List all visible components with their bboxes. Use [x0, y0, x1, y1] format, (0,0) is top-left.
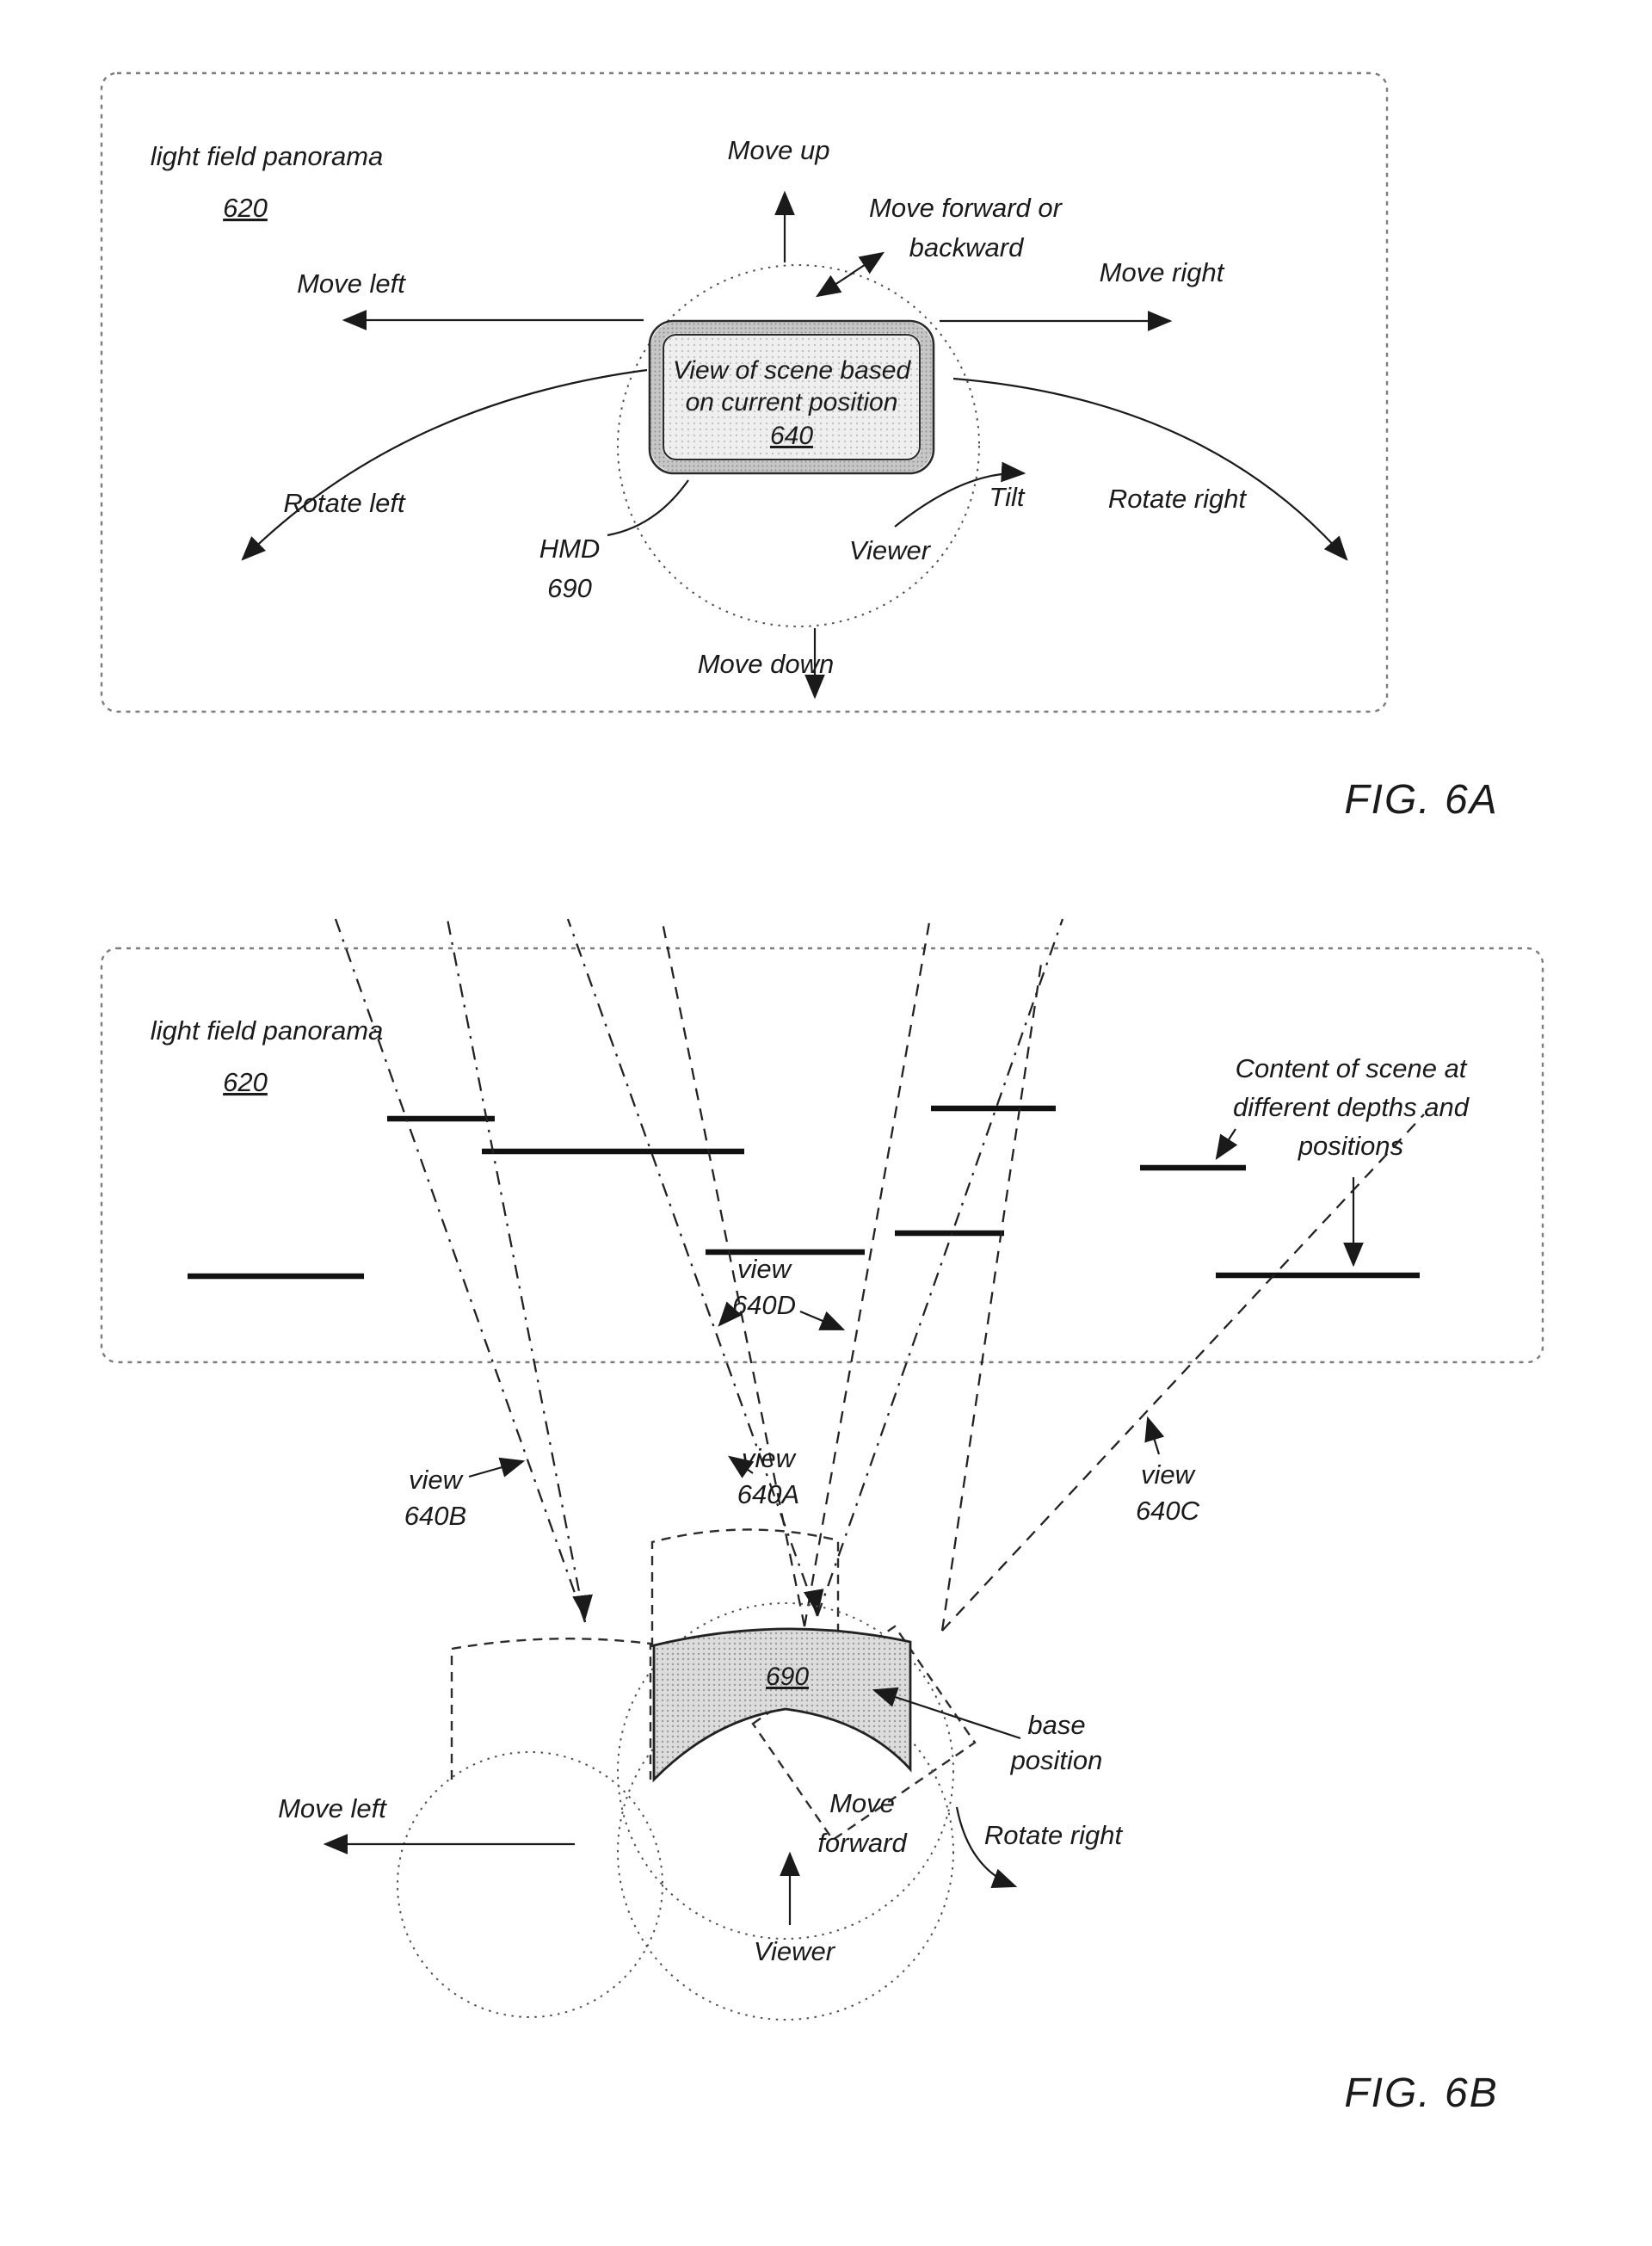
hmd-screen-text-1: View of scene based — [673, 356, 912, 385]
move-backward-arrow — [816, 273, 853, 298]
view-640b-arrow — [468, 1457, 526, 1478]
view-640d-arrow-right — [799, 1310, 846, 1331]
fig6a-caption: FIG. 6A — [1344, 777, 1498, 823]
fig6b-rotate-right-label: Rotate right — [984, 1820, 1124, 1850]
base-position-arrow — [872, 1687, 1021, 1740]
view-640c-line-left — [940, 963, 1043, 1632]
view-640c-label-2: 640C — [1136, 1496, 1200, 1526]
move-forward-backward-label-2: backward — [909, 232, 1025, 262]
fig6b-panorama-ref: 620 — [223, 1067, 268, 1097]
fig6b-panorama-box — [100, 947, 1544, 1364]
base-position-label-2: position — [1010, 1745, 1103, 1775]
hmd-band — [652, 1627, 912, 1783]
viewer-circle-forward — [617, 1602, 954, 1940]
move-up-label: Move up — [728, 135, 830, 165]
view-640d-label-2: 640D — [732, 1290, 796, 1320]
fig6b-panorama-label: light field panorama — [151, 1015, 384, 1046]
hmd-band-ref: 690 — [766, 1663, 809, 1691]
view-640c-line-right — [941, 1114, 1425, 1632]
fig6b-rotate-right-arrow — [955, 1806, 1018, 1889]
move-forward-label-2: forward — [817, 1828, 908, 1858]
screen-panel-left — [450, 1638, 652, 1780]
view-640b-label-2: 640B — [404, 1501, 466, 1531]
view-640b-label-1: view — [409, 1465, 465, 1495]
fig6b: light field panorama 620 Content of scen… — [100, 918, 1544, 2116]
rotate-left-arrow — [241, 368, 648, 561]
view-640d-label-1: view — [737, 1254, 793, 1284]
viewer-circle-left — [397, 1751, 663, 2018]
fig6b-move-left-label: Move left — [278, 1793, 387, 1823]
move-left-label: Move left — [297, 268, 406, 299]
screen-panel-forward — [650, 1528, 840, 1647]
move-down-label: Move down — [698, 649, 835, 679]
content-note-line3: positions — [1298, 1131, 1403, 1161]
fig6a-viewer-circle — [617, 264, 980, 627]
view-640d-line-right — [803, 922, 931, 1627]
hmd-screen-ref: 640 — [770, 422, 813, 450]
content-note-line1: Content of scene at — [1236, 1053, 1468, 1083]
fig6a-panorama-label: light field panorama — [151, 141, 384, 171]
rotate-right-arrow — [952, 377, 1348, 561]
frustum-apex-arrow — [803, 1589, 824, 1615]
view-640a-line-right — [816, 918, 1064, 1617]
hmd-screen-inner — [663, 334, 921, 460]
hmd-screen-border — [650, 322, 933, 472]
view-640c-label-1: view — [1141, 1459, 1197, 1490]
view-640d-arrow-left — [718, 1301, 743, 1327]
tilt-arrow — [894, 461, 1026, 528]
hmd-leader-line — [607, 479, 689, 537]
view-640a-label-2: 640A — [737, 1479, 799, 1509]
base-position-label-1: base — [1027, 1710, 1085, 1740]
view-640a-line-left — [566, 918, 819, 1617]
scene-content-bars — [188, 1105, 1420, 1280]
fig6b-viewer-label: Viewer — [754, 1936, 836, 1966]
rotate-right-label: Rotate right — [1108, 484, 1248, 514]
view-640c-arrow — [1144, 1416, 1165, 1455]
fig6a-panorama-box — [100, 71, 1389, 713]
content-note-line2: different depths and — [1233, 1092, 1470, 1122]
view-frustums — [334, 918, 1425, 1632]
view-640b-line-left — [334, 918, 587, 1623]
tilt-label: Tilt — [989, 482, 1025, 512]
fig6a: light field panorama 620 Move up Move fo… — [100, 71, 1498, 823]
rotate-left-label: Rotate left — [283, 488, 406, 518]
view-640b-line-right — [446, 918, 587, 1623]
hmd-label-line2: 690 — [547, 573, 592, 603]
fig6a-panorama-ref: 620 — [223, 193, 268, 223]
move-right-label: Move right — [1100, 257, 1225, 287]
frustum-apex-arrow — [572, 1594, 593, 1620]
hmd-screen-text-2: on current position — [686, 388, 898, 416]
content-note-arrow-1 — [1215, 1128, 1238, 1161]
hmd-label-line1: HMD — [539, 534, 601, 564]
move-forward-arrow — [849, 251, 885, 275]
view-640a-label-1: view — [742, 1443, 798, 1473]
view-640d-line-left — [661, 922, 806, 1627]
view-640a-arrow — [728, 1455, 755, 1478]
move-forward-backward-label-1: Move forward or — [869, 193, 1063, 223]
hmd-screen: View of scene based on current position … — [648, 319, 935, 475]
fig6a-viewer-label: Viewer — [849, 535, 932, 565]
move-forward-label-1: Move — [829, 1788, 895, 1818]
fig6b-caption: FIG. 6B — [1344, 2070, 1498, 2116]
